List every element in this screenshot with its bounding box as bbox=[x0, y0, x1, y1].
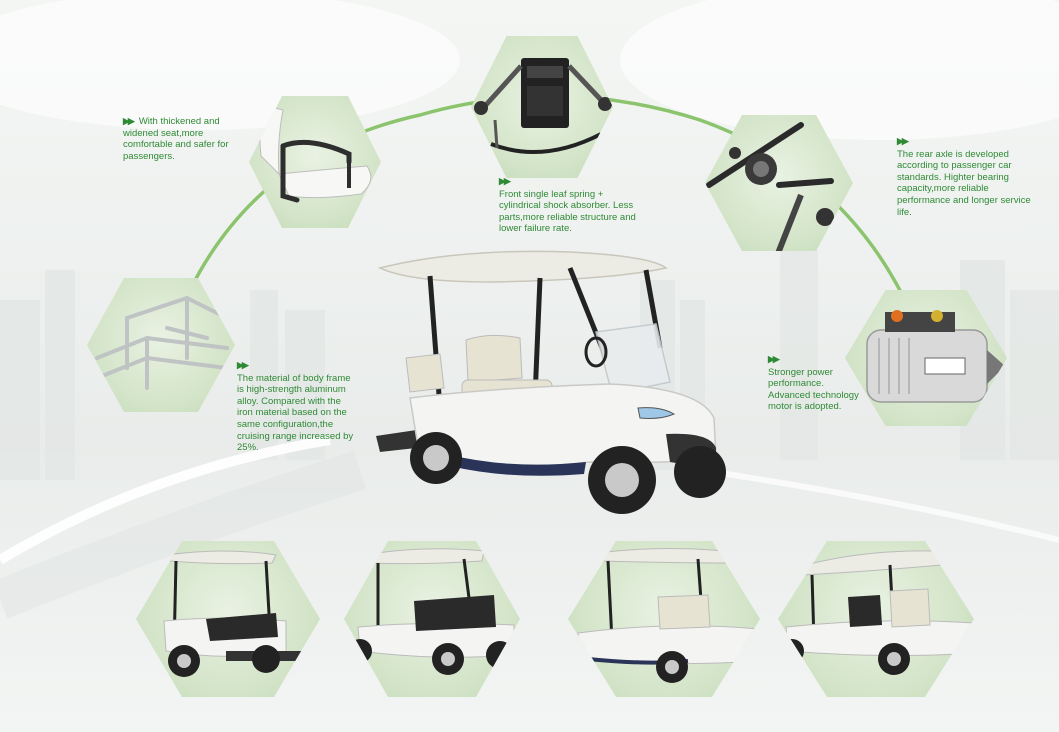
cart-variant-hexagon-4 bbox=[778, 541, 974, 697]
body-frame-feature-text: ▶▶ The material of body frame is high-st… bbox=[237, 360, 357, 454]
main-golf-cart-image bbox=[376, 250, 726, 514]
cart-variant-hexagon-3 bbox=[568, 541, 760, 697]
rear-axle-icon bbox=[706, 122, 834, 251]
front-suspension-feature-description: Front single leaf spring + cylindrical s… bbox=[499, 188, 636, 235]
aluminum-frame-icon bbox=[95, 295, 229, 392]
body-frame-feature-description: The material of body frame is high-stren… bbox=[237, 372, 354, 454]
motor-feature-text: ▶▶ Stronger power performance. Advanced … bbox=[768, 354, 860, 413]
golf-cart-variant-1-image bbox=[163, 550, 316, 677]
golf-cart-variant-3-image bbox=[568, 547, 760, 683]
rear-axle-feature-description: The rear axle is developed according to … bbox=[897, 148, 1031, 218]
seat-feature-text: ▶▶With thickened and widened seat,more c… bbox=[123, 116, 245, 162]
arrow-bullet-icon: ▶▶ bbox=[897, 136, 909, 146]
golf-cart-variant-4-image bbox=[780, 550, 974, 675]
leaf-spring-suspension-icon bbox=[474, 58, 612, 154]
motor-feature-description: Stronger power performance. Advanced tec… bbox=[768, 366, 859, 413]
arrow-bullet-icon: ▶▶ bbox=[768, 354, 780, 364]
rear-axle-hexagon bbox=[705, 115, 853, 251]
seat-feature-description: With thickened and widened seat,more com… bbox=[123, 116, 229, 162]
arrow-bullet-icon: ▶▶ bbox=[237, 360, 249, 370]
body-frame-hexagon bbox=[87, 278, 235, 412]
front-suspension-feature-text: ▶▶ Front single leaf spring + cylindrica… bbox=[499, 176, 639, 235]
arrow-bullet-icon: ▶▶ bbox=[123, 116, 135, 126]
rear-axle-feature-text: ▶▶ The rear axle is developed according … bbox=[897, 136, 1035, 218]
electric-motor-icon bbox=[866, 310, 1005, 403]
arrow-bullet-icon: ▶▶ bbox=[499, 176, 511, 186]
